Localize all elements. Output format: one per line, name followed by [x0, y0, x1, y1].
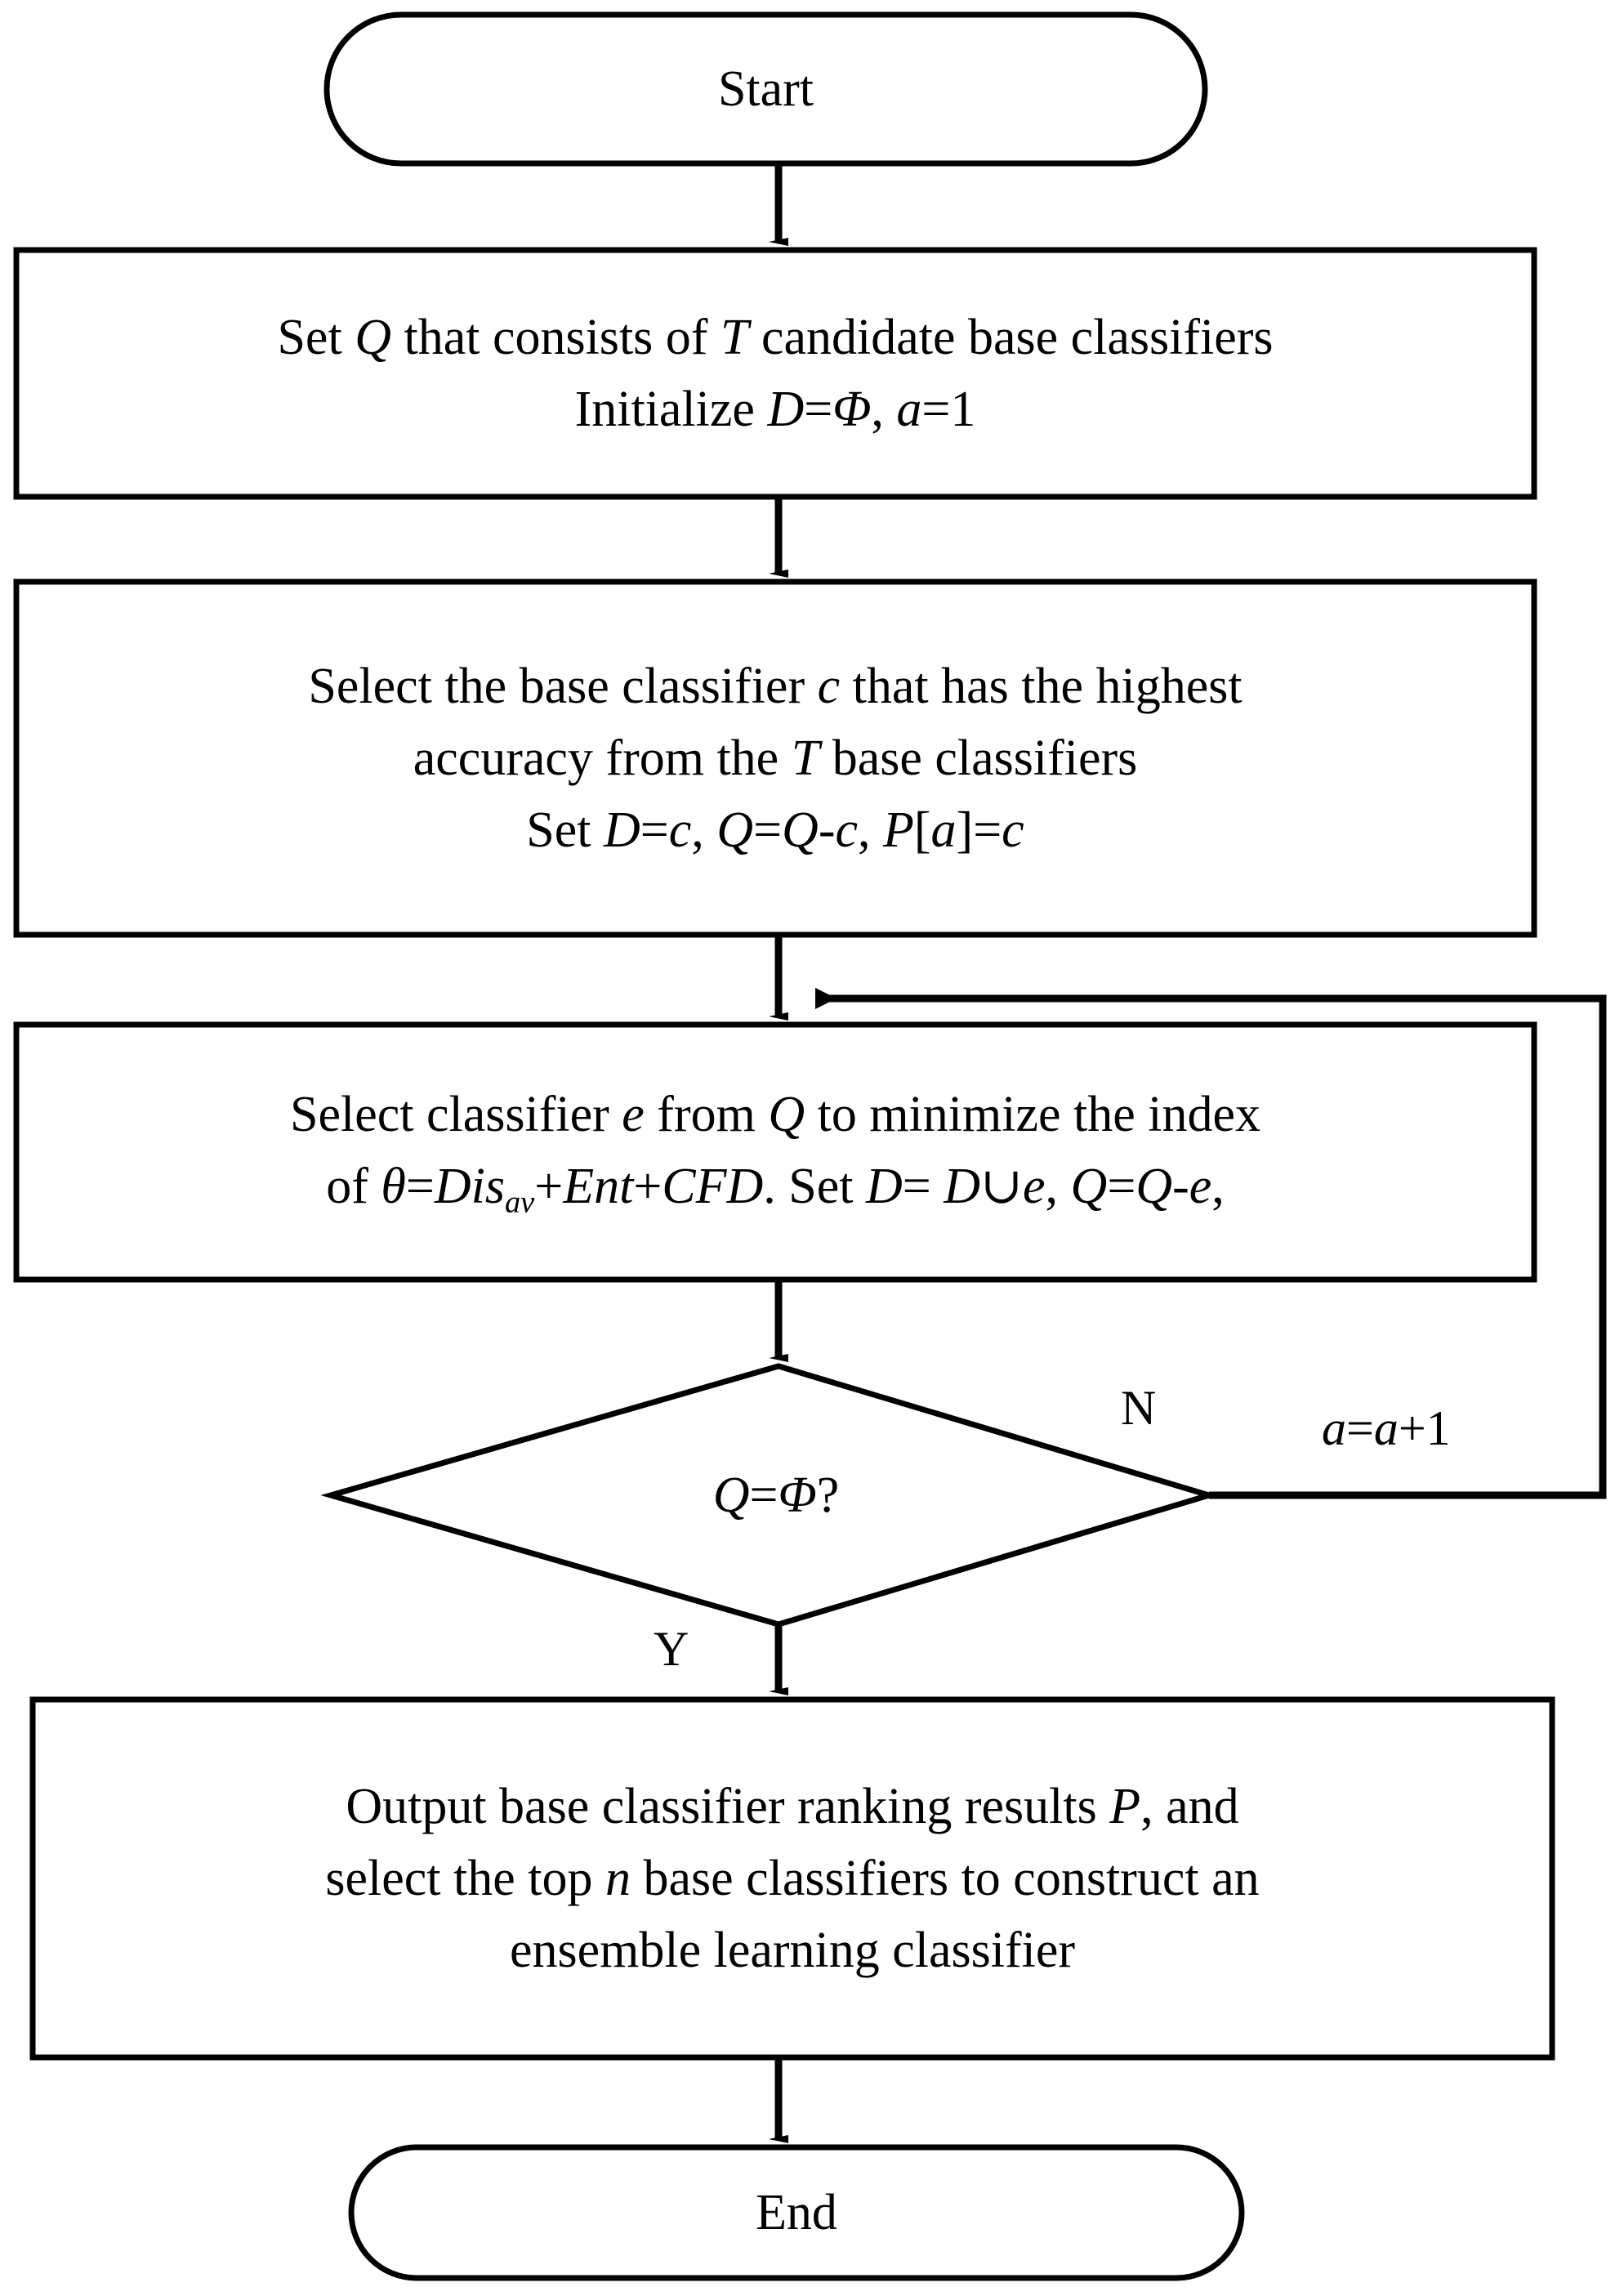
select-best-process-shape	[13, 578, 1537, 938]
decision-diamond-shape	[320, 1363, 1220, 1628]
end-terminator-shape	[348, 2144, 1245, 2281]
init-process-shape	[13, 247, 1537, 500]
minimize-process-shape	[13, 1021, 1537, 1283]
output-process-shape	[29, 1696, 1555, 2061]
edge-label-no: N	[1121, 1381, 1157, 1435]
connector-decision-no-feedback	[815, 988, 1607, 1499]
edge-label-increment: a=a+1	[1322, 1401, 1451, 1455]
edge-label-yes: Y	[654, 1622, 689, 1676]
start-terminator-shape	[323, 11, 1208, 167]
